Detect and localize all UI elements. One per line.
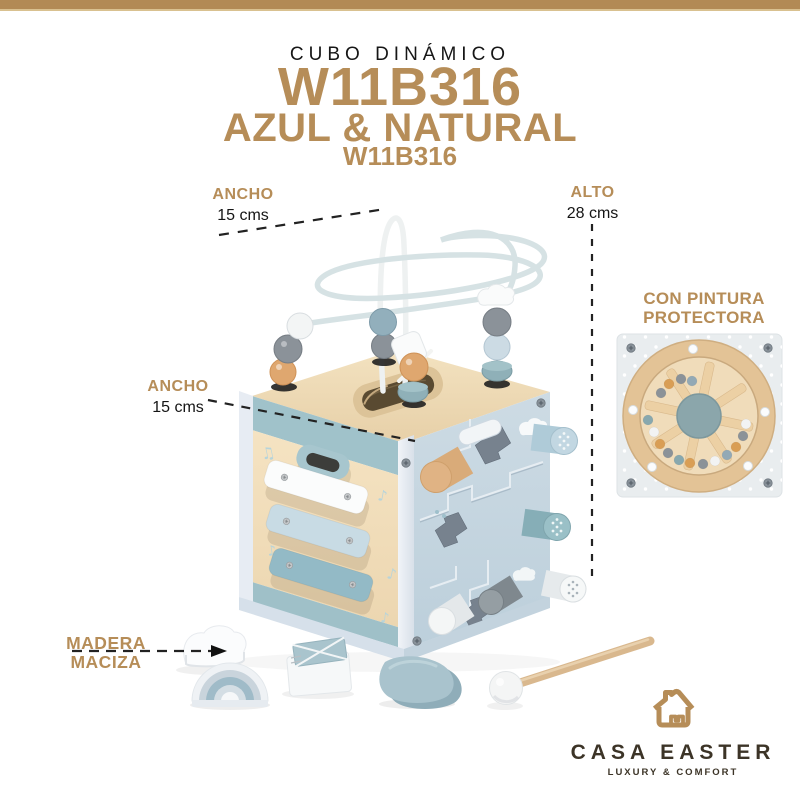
product-sku-large: W11B316 [277, 57, 523, 117]
feature-line1: CON PINTURA [643, 289, 765, 308]
music-note: ♪ [380, 610, 391, 627]
dimension-label: ANCHO [147, 378, 209, 395]
peg-gray [478, 575, 524, 615]
dimension-alto: ALTO 28 cms [540, 184, 645, 224]
arrowhead-icon [211, 645, 227, 657]
shape-sorter-pegs [420, 423, 587, 635]
music-note: ♫ [259, 442, 277, 464]
music-note: ♪ [266, 543, 277, 560]
feature-panel [616, 333, 783, 498]
peg-wood [420, 446, 474, 493]
cube-front-face: ♫ ♪ ♪ ♪ ♪ [239, 391, 404, 649]
product-kicker: CUBO DINÁMICO [289, 44, 511, 65]
peg-lightblue [530, 423, 578, 455]
dimension-label: ANCHO [212, 186, 274, 203]
dimension-ancho-side: ANCHO 15 cms [134, 378, 222, 418]
xylophone [263, 459, 375, 615]
music-note: ♪ [385, 564, 398, 584]
shape-block-envelope [286, 636, 352, 697]
shape-block-rainbow [191, 662, 269, 707]
music-note: ♪ [376, 486, 389, 505]
shape-block-cloud [183, 625, 247, 668]
mallet [489, 636, 655, 705]
bead-maze-circle [622, 339, 776, 493]
dimension-value: 28 cms [566, 205, 619, 223]
cube-base [239, 596, 550, 662]
activity-cube: ♫ ♪ ♪ ♪ ♪ [230, 215, 587, 672]
dimension-value: 15 cms [152, 399, 204, 417]
material-callout: MADERA MACIZA [54, 634, 158, 671]
product-sku-small: W11B316 [342, 141, 458, 171]
feature-line2: PROTECTORA [643, 308, 765, 327]
cube-corner-edge [398, 435, 414, 652]
product-title: AZUL & NATURAL [222, 106, 578, 150]
house-icon [652, 689, 695, 728]
measure-line-ancho-top [218, 207, 386, 237]
dimension-ancho-top: ANCHO 15 cms [197, 186, 289, 226]
shape-blocks [176, 625, 655, 710]
brand-name: CASA EASTER [570, 741, 776, 764]
shape-block-teardrop [379, 656, 462, 709]
dimension-value: 15 cms [217, 207, 269, 225]
xylophone-bar-teal [268, 547, 375, 615]
cloud-bead [477, 283, 515, 306]
material-line1: MADERA [66, 633, 146, 653]
material-line2: MACIZA [70, 651, 142, 672]
measure-line-ancho-side [207, 398, 416, 443]
peg-white [428, 593, 475, 635]
slider-piece [458, 418, 502, 446]
feature-callout: CON PINTURA PROTECTORA [628, 289, 780, 327]
xylophone-bar-white [263, 459, 370, 527]
xylophone-bar-lightblue [265, 503, 372, 571]
bead-stacks [269, 283, 515, 408]
dimension-label: ALTO [570, 184, 615, 201]
brand-tagline: LUXURY & COMFORT [607, 767, 739, 778]
top-accent-strip [0, 0, 800, 11]
